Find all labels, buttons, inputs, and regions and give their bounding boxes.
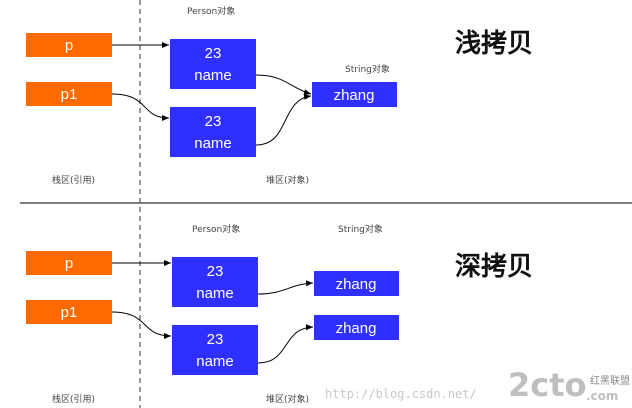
shallow-person-object-1 [170, 39, 256, 89]
shallow-person-object-2 [170, 107, 256, 157]
deep-heap-label: 堆区(对象) [266, 393, 309, 405]
deep-stack-label: 栈区(引用) [52, 393, 95, 405]
deep-ref-p1-box [26, 300, 112, 324]
shallow-obj1-name: name [194, 67, 232, 84]
shallow-obj1-number: 23 [205, 45, 222, 62]
watermark-logo-suffix: .com [586, 389, 618, 403]
shallow-person-label: Person对象 [187, 5, 235, 17]
shallow-string-label: String对象 [345, 63, 390, 75]
deep-ref-p1-label: p1 [61, 304, 78, 321]
deep-ref-p-label: p [65, 255, 73, 272]
deep-obj2-name: name [196, 353, 234, 370]
shallow-string-object [312, 82, 397, 107]
shallow-arrow-obj2-string [255, 93, 312, 146]
deep-obj2-number: 23 [207, 331, 224, 348]
watermark-url: http://blog.csdn.net/ [325, 387, 477, 401]
watermark-logo-cn: 红黑联盟 [590, 374, 630, 387]
deep-string-label: String对象 [338, 223, 383, 235]
shallow-heap-label: 堆区(对象) [266, 174, 309, 186]
shallow-obj2-name: name [194, 135, 232, 152]
shallow-title: 浅拷贝 [455, 29, 533, 59]
deep-person-object-1 [172, 257, 258, 307]
deep-arrow-p1 [111, 311, 172, 339]
watermark-logo: 2cto 红黑联盟 .com [508, 366, 630, 404]
watermark-logo-main: 2cto [508, 366, 587, 404]
deep-string1-value: zhang [336, 276, 377, 293]
shallow-arrow-obj1-string [255, 74, 312, 95]
shallow-string-value: zhang [334, 87, 375, 104]
shallow-ref-p1-box [26, 82, 112, 106]
deep-ref-p-box [26, 251, 112, 275]
deep-title: 深拷贝 [455, 252, 533, 282]
deep-arrow-obj2-string2 [257, 324, 314, 364]
deep-obj1-number: 23 [207, 263, 224, 280]
deep-person-object-2 [172, 325, 258, 375]
shallow-arrow-p1 [111, 93, 170, 121]
shallow-obj2-number: 23 [205, 113, 222, 130]
shallow-ref-p-box [26, 33, 112, 57]
deep-string-object-1 [314, 271, 399, 296]
deep-person-label: Person对象 [192, 223, 240, 235]
deep-arrow-obj1-string1 [257, 280, 314, 295]
shallow-stack-label: 栈区(引用) [52, 174, 95, 186]
deep-obj1-name: name [196, 285, 234, 302]
shallow-ref-p1-label: p1 [61, 86, 78, 103]
deep-string-object-2 [314, 315, 399, 340]
shallow-ref-p-label: p [65, 37, 73, 54]
deep-string2-value: zhang [336, 320, 377, 337]
